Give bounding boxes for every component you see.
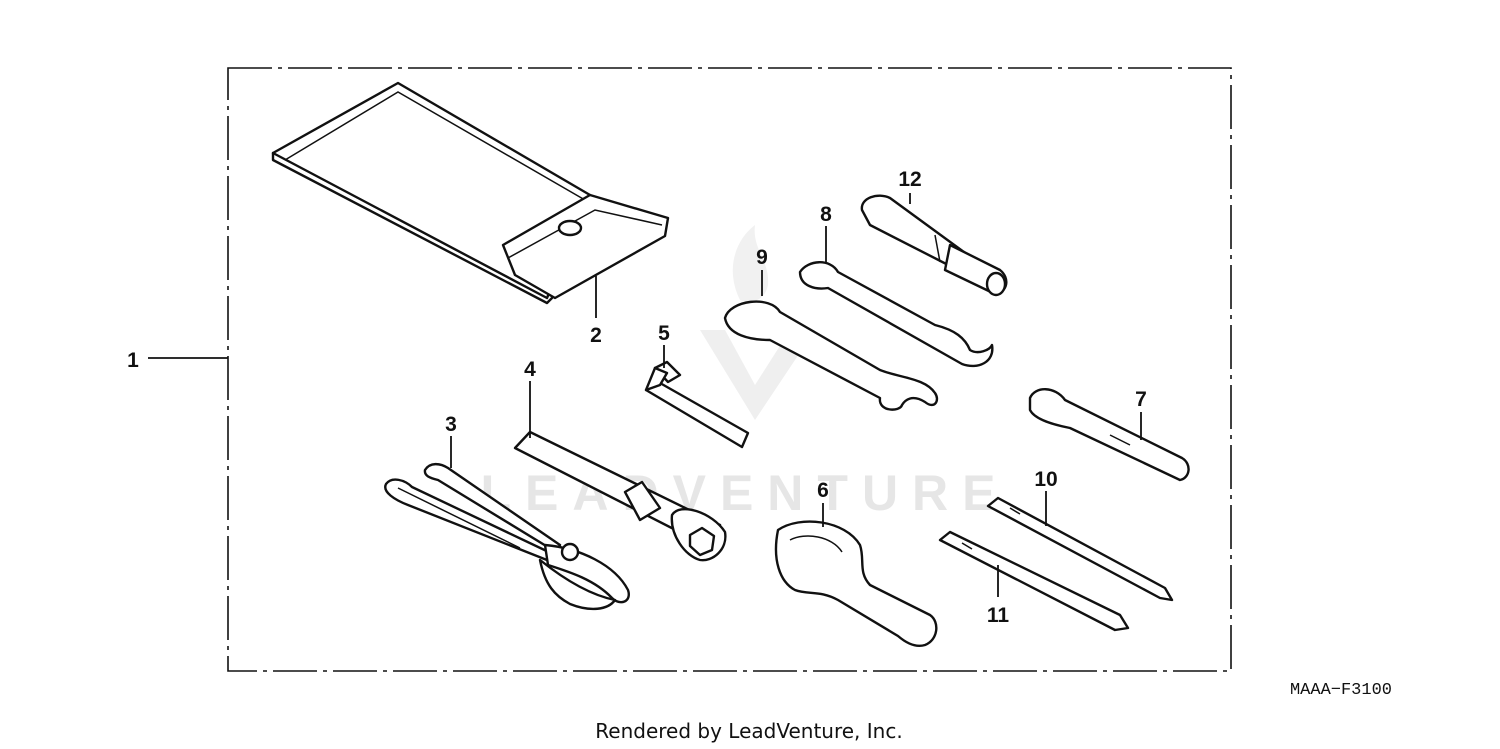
callout-1[interactable]: 1: [127, 349, 139, 372]
hex-key-drawing: [644, 360, 750, 449]
open-wrench-7-drawing: [1028, 388, 1190, 482]
callout-11[interactable]: 11: [987, 604, 1010, 627]
callout-8[interactable]: 8: [820, 203, 832, 226]
callout-5[interactable]: 5: [658, 322, 670, 345]
callout-10[interactable]: 10: [1034, 468, 1057, 491]
pliers-drawing: [384, 462, 630, 611]
callout-9[interactable]: 9: [756, 246, 768, 269]
screwdriver-11-drawing: [938, 530, 1130, 632]
group-frame: [227, 67, 1232, 672]
open-wrench-9-drawing: [723, 300, 939, 411]
callout-3[interactable]: 3: [445, 413, 457, 436]
callout-2[interactable]: 2: [590, 324, 602, 347]
callout-6[interactable]: 6: [817, 479, 829, 502]
open-wrench-8-drawing: [798, 261, 994, 368]
part-code: MAAA−F3100: [1290, 681, 1392, 700]
pin-spanner-drawing: [774, 520, 938, 647]
socket-wrench-drawing: [513, 430, 727, 562]
callout-4[interactable]: 4: [524, 358, 536, 381]
watermark-text: LEADVENTURE: [480, 465, 1009, 521]
screwdriver-10-drawing: [986, 496, 1174, 602]
callout-12[interactable]: 12: [898, 168, 921, 191]
tool-bag-drawing: [271, 81, 670, 305]
socket-handle-drawing: [860, 194, 1008, 297]
callout-7[interactable]: 7: [1135, 388, 1147, 411]
footer-credit: Rendered by LeadVenture, Inc.: [595, 719, 902, 743]
